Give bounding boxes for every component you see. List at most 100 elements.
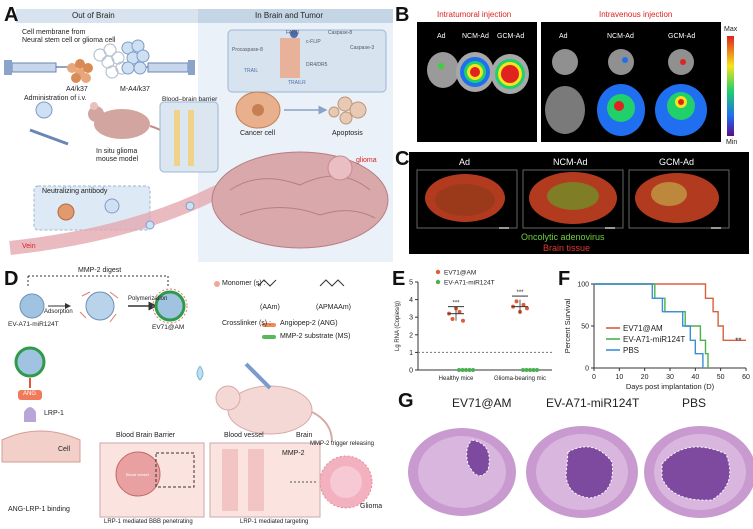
panel-a-header-left-bg — [16, 9, 198, 23]
panel-d: D — [0, 262, 390, 529]
trailr-label: TRAILR — [288, 80, 306, 86]
e-point — [528, 368, 532, 372]
e-xtick-label: Glioma-bearing mic — [494, 376, 546, 382]
f-ytick-label: 0 — [585, 366, 589, 373]
virus-icon — [57, 203, 75, 221]
panel-a-illustration — [4, 29, 389, 255]
drop-icon — [196, 365, 204, 381]
polymerization-label: Polymerization — [128, 296, 168, 302]
blood-vessel-label: Blood vessel — [224, 432, 264, 439]
f-xlabel: Days post implantation (D) — [626, 382, 715, 391]
b-iv-group-2: NCM-Ad — [607, 33, 634, 40]
c-group-3: GCM-Ad — [659, 157, 695, 167]
e-legend-marker — [435, 279, 441, 285]
f-legend-label: EV71@AM — [623, 324, 663, 333]
panel-g: G EV71@AM EV-A71-miR124T PBS — [390, 390, 753, 529]
mouse-d-icon — [227, 385, 313, 435]
fadd-label: FADD — [286, 30, 300, 36]
angiopep-label: Angiopep-2 (ANG) — [280, 320, 338, 327]
e-point — [464, 368, 468, 372]
e-point — [525, 306, 529, 311]
c-group-2: NCM-Ad — [553, 157, 588, 167]
ev-a71-label: EV-A71-miR124T — [8, 321, 59, 328]
e-ytick-label: 4 — [409, 297, 413, 304]
panel-a: Out of Brain In Brain and Tumor A — [0, 0, 393, 262]
monomer-label: Monomer (s) : — [222, 280, 266, 287]
intravenous-title: Intravenous injection — [599, 10, 673, 19]
c-legend-green: Oncolytic adenovirus — [521, 232, 605, 242]
e-point — [524, 368, 529, 372]
bbb-label: Blood–brain barrier — [162, 96, 218, 103]
bbb-d-label: Blood Brain Barrier — [116, 432, 176, 439]
f-xtick-label: 0 — [592, 374, 596, 381]
cell-membrane-text: Cell membrane from Neural stem cell or g… — [22, 29, 116, 44]
a4k37-cluster-icon — [67, 59, 93, 83]
m-a4k37-cluster-icon — [121, 39, 150, 75]
caspase3-label: Caspase-3 — [350, 45, 375, 51]
e-xtick-label: Healthy mice — [439, 376, 474, 382]
e-sig-label: *** — [452, 301, 460, 307]
e-point — [535, 368, 539, 372]
panel-g-label: G — [398, 390, 414, 412]
e-ytick-label: 2 — [409, 332, 413, 339]
e-point — [521, 302, 526, 307]
panel-c-label: C — [395, 148, 410, 170]
needle-icon — [29, 128, 69, 146]
f-sig-label: ** — [735, 336, 741, 345]
e-ytick-label: 0 — [409, 368, 413, 375]
f-xtick-label: 10 — [615, 374, 623, 381]
glioma-label: glioma — [356, 157, 377, 164]
f-ytick-label: 100 — [577, 282, 589, 289]
panel-g-histology — [408, 426, 753, 518]
mouse-model-label: In situ glioma mouse model — [96, 148, 139, 163]
ev71am-particle — [154, 290, 186, 322]
f-series-line — [594, 283, 746, 341]
panel-a-header-left: Out of Brain — [72, 11, 115, 20]
e-ytick-label: 1 — [409, 350, 413, 357]
e-ylabel: Lg RNA (Copies/g) — [395, 301, 401, 351]
angiopep-icon — [262, 323, 276, 327]
apoptosis-label: Apoptosis — [332, 130, 363, 137]
mmp2-release-label: MMP-2 trigger releasing — [310, 441, 375, 447]
ang-label: ANG — [23, 391, 37, 397]
b-iv-group-1: Ad — [559, 33, 568, 40]
panel-b: B Intratumoral injection Intravenous inj… — [393, 0, 753, 152]
apmaam-label: (APMAAm) — [316, 304, 351, 311]
histology-3 — [644, 426, 753, 518]
f-legend-label: PBS — [623, 346, 639, 355]
caspase8-label: Caspase-8 — [328, 30, 353, 36]
e-legend-marker — [435, 269, 441, 275]
admin-label: Administration of i.v. — [24, 95, 87, 102]
vein-label: Vein — [22, 243, 36, 250]
brain-icon — [211, 151, 389, 249]
panel-d-illustration — [1, 275, 373, 518]
panel-e-label: E — [392, 268, 406, 290]
trail-label: TRAIL — [244, 68, 259, 74]
e-point — [514, 299, 519, 304]
mmp-substrate-label: MMP-2 substrate (MS) — [280, 333, 351, 340]
monomer-icon — [214, 281, 220, 287]
cancer-cell-label: Cancer cell — [240, 130, 276, 137]
apoptosis-icon — [328, 96, 367, 125]
blood-vessel-cell — [115, 451, 161, 497]
ang-binding-label: ANG-LRP-1 binding — [8, 506, 70, 513]
mmp-substrate-icon — [262, 335, 276, 339]
b-intra-group-3: GCM-Ad — [497, 33, 525, 40]
e-ytick-label: 5 — [409, 280, 413, 287]
signaling-box — [227, 29, 387, 93]
panel-c-tissue — [416, 169, 730, 229]
procaspase-label: Procaspase-8 — [232, 47, 263, 53]
g-group-1: EV71@AM — [452, 396, 512, 410]
ev71am-label: EV71@AM — [152, 324, 185, 331]
e-legend-label: EV-A71-miR124T — [444, 280, 495, 287]
c-legend-red: Brain tissue — [543, 243, 591, 253]
e-point — [460, 368, 465, 372]
cell-label: Cell — [58, 446, 71, 453]
ev-a71-particle — [19, 293, 45, 319]
blood-vessel-small-label: Blood vessel — [126, 472, 149, 477]
panel-c: C Ad NCM-Ad GCM-Ad Oncolytic adenovirus … — [393, 148, 753, 258]
c-group-1: Ad — [459, 157, 471, 167]
